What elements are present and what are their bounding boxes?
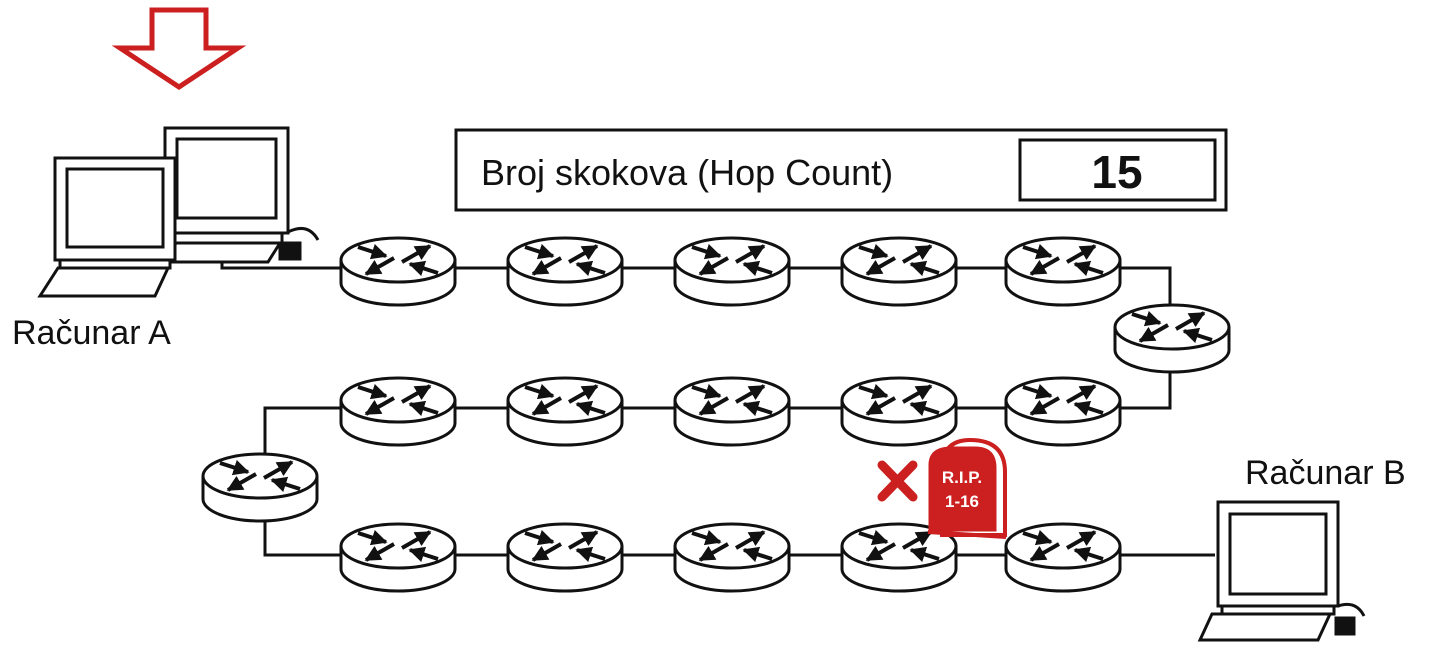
hop-count-box: Broj skokova (Hop Count) 15	[454, 128, 1228, 212]
router-icon	[508, 238, 622, 305]
router-icon	[842, 238, 956, 305]
router-icon	[675, 378, 789, 445]
tombstone-line2: 1-16	[945, 492, 979, 511]
router-icon	[675, 524, 789, 591]
router-icon	[842, 378, 956, 445]
router-icon	[1115, 305, 1229, 372]
computer-b-label: Računar B	[1245, 454, 1406, 492]
router-icon	[1006, 524, 1120, 591]
hop-count-value: 15	[1091, 146, 1142, 198]
router-icon	[1006, 378, 1120, 445]
router-icon	[203, 454, 317, 521]
router-icon	[341, 378, 455, 445]
link-middle-left	[263, 406, 340, 462]
routers	[203, 238, 1229, 591]
router-icon	[508, 524, 622, 591]
router-icon	[508, 378, 622, 445]
down-arrow-icon	[111, 7, 247, 90]
router-icon	[341, 238, 455, 305]
tombstone-line1: R.I.P.	[942, 468, 982, 487]
computer-icon	[37, 126, 320, 298]
computer-a-label: Računar A	[12, 314, 171, 352]
router-icon	[675, 238, 789, 305]
computer-icon	[1197, 500, 1366, 642]
red-x-icon	[877, 460, 918, 502]
router-icon	[341, 524, 455, 591]
hop-count-label: Broj skokova (Hop Count)	[481, 152, 893, 193]
link-right-middle	[1120, 360, 1172, 410]
tombstone-icon: R.I.P. 1-16	[927, 437, 1007, 539]
link-top-right	[1120, 266, 1172, 310]
router-icon	[1006, 238, 1120, 305]
